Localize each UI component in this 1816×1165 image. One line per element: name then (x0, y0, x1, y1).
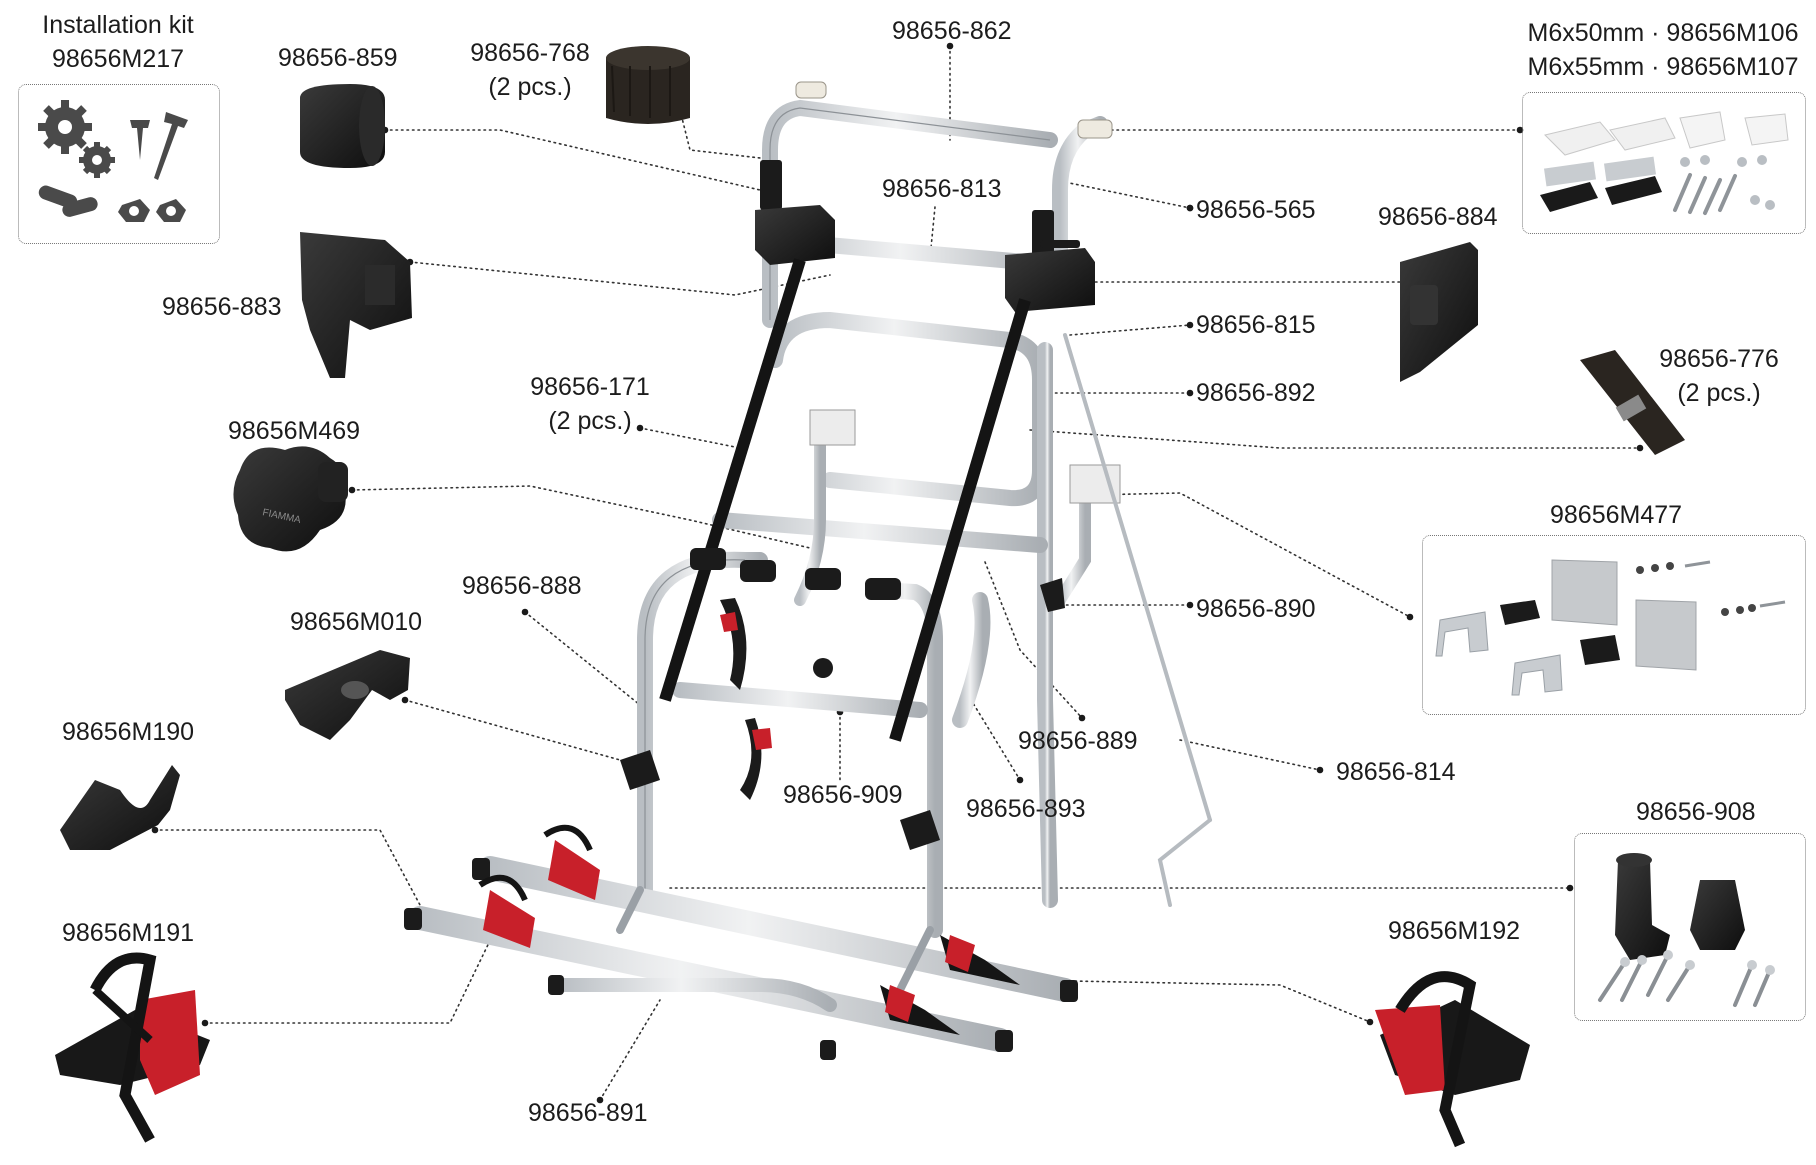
part-qty-768: (2 pcs.) (488, 73, 572, 101)
part-label-M191: 98656M191 (62, 919, 195, 947)
screw-kit-label: M6x50mm · 98656M106 M6x55mm · 98656M107 (1522, 16, 1804, 84)
leader-lines (154, 45, 1641, 1101)
screw-kit-line2: M6x55mm · 98656M107 (1527, 53, 1799, 81)
plates-kit-box (1422, 535, 1806, 715)
wheel-holder-M191 (55, 952, 210, 1143)
bike-carrier-frame (404, 81, 1212, 1060)
rail-caps-908 (1598, 853, 1775, 1007)
part-label-891: 98656-891 (528, 1099, 648, 1127)
strap-776 (1580, 350, 1685, 455)
part-label-890: 98656-890 (1196, 595, 1316, 623)
holder-M010 (285, 650, 410, 740)
part-label-M477: 98656M477 (1550, 501, 1683, 529)
mounting-hardware-kit (1540, 111, 1789, 215)
spacer-cylinder-768 (606, 46, 690, 124)
end-cap-859 (300, 84, 385, 168)
part-label-M010: 98656M010 (290, 608, 423, 636)
installation-kit-label: Installation kit 98656M217 (18, 8, 218, 76)
installation-kit-title: Installation kit (42, 11, 194, 39)
part-label-893: 98656-893 (966, 795, 1086, 823)
part-label-M469: 98656M469 (228, 417, 361, 445)
bracket-883 (300, 232, 412, 378)
part-label-862: 98656-862 (892, 17, 1012, 45)
part-label-908: 98656-908 (1636, 798, 1756, 826)
rail-caps-box (1574, 833, 1806, 1021)
side-cover-884 (1400, 242, 1478, 382)
part-label-884: 98656-884 (1378, 203, 1498, 231)
part-label-892: 98656-892 (1196, 379, 1316, 407)
part-label-815: 98656-815 (1196, 311, 1316, 339)
part-qty-171: (2 pcs.) (548, 407, 632, 435)
part-qty-776: (2 pcs.) (1677, 379, 1761, 407)
part-label-565: 98656-565 (1196, 196, 1316, 224)
part-label-889: 98656-889 (1018, 727, 1138, 755)
part-label-859: 98656-859 (278, 44, 398, 72)
knob-M469: FIAMMA (233, 446, 348, 552)
screw-kit-line1: M6x50mm · 98656M106 (1527, 19, 1799, 47)
mounting-plates-M477 (1435, 559, 1786, 696)
part-label-814: 98656-814 (1336, 758, 1456, 786)
installation-kit-code: 98656M217 (51, 45, 185, 73)
part-label-768: 98656-768 (2 pcs.) (460, 36, 600, 104)
wheel-holder-M192 (1375, 971, 1530, 1148)
rail-wheel-holders (478, 824, 1020, 1035)
part-label-M192: 98656M192 (1388, 917, 1521, 945)
screw-kit-box (1522, 92, 1806, 234)
part-code-776: 98656-776 (1659, 345, 1779, 373)
part-label-813: 98656-813 (882, 175, 1002, 203)
part-label-171: 98656-171 (2 pcs.) (520, 370, 660, 438)
part-label-888: 98656-888 (462, 572, 582, 600)
part-label-909: 98656-909 (783, 781, 903, 809)
part-code-171: 98656-171 (530, 373, 650, 401)
installation-kit-box (18, 84, 220, 244)
part-label-776: 98656-776 (2 pcs.) (1644, 342, 1794, 410)
installation-kit-icons (38, 100, 188, 222)
part-label-883: 98656-883 (162, 293, 282, 321)
part-label-M190: 98656M190 (62, 718, 195, 746)
wheel-chock-M190 (60, 765, 180, 850)
part-code-768: 98656-768 (470, 39, 590, 67)
